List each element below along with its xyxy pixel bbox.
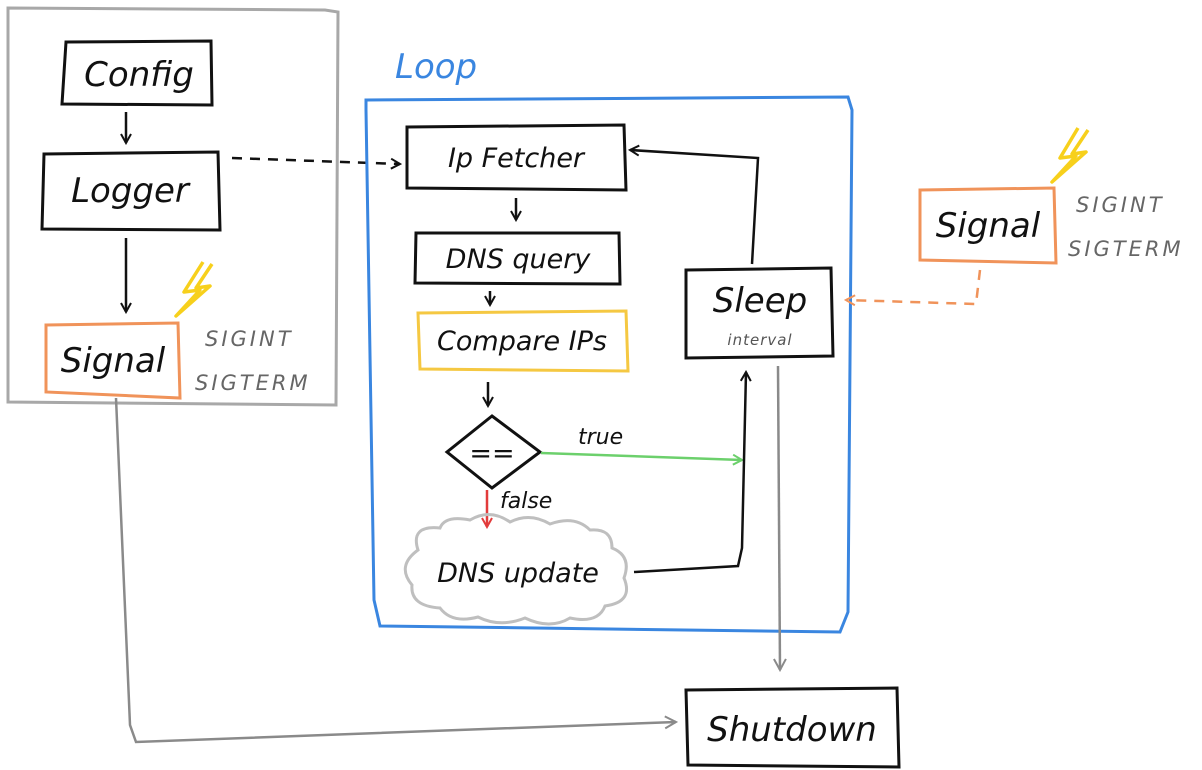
signal-right-node: Signal bbox=[918, 186, 1058, 265]
dns-update-node: DNS update bbox=[403, 513, 629, 626]
dns-query-node: DNS query bbox=[413, 231, 622, 286]
sleep-interval-label: interval bbox=[727, 331, 792, 349]
edge-sleep-shutdown bbox=[778, 365, 780, 670]
true-edge-label: true bbox=[578, 425, 623, 450]
signal-left-type-sigint: SIGINT bbox=[205, 327, 294, 351]
signal-left-node: Signal bbox=[44, 321, 182, 400]
shutdown-label: Shutdown bbox=[707, 710, 877, 750]
edge-signal-shutdown bbox=[114, 397, 676, 744]
edge-signal-sleep bbox=[846, 269, 982, 304]
sleep-node: Sleep interval bbox=[684, 266, 835, 360]
decision-label: == bbox=[469, 438, 514, 469]
startup-group-border bbox=[6, 6, 340, 407]
edge-dnsupdate-sleep bbox=[633, 372, 746, 574]
loop-title: Loop bbox=[395, 47, 477, 87]
edge-sleep-ipfetcher bbox=[630, 150, 760, 265]
logger-node: Logger bbox=[40, 150, 222, 232]
compare-ips-node: Compare IPs bbox=[416, 309, 630, 373]
dns-update-label: DNS update bbox=[437, 558, 599, 589]
config-node: Config bbox=[60, 39, 214, 107]
edge-logger-ipfetcher bbox=[231, 156, 400, 164]
lightning-bolt-icon bbox=[174, 261, 214, 318]
edge-decision-true bbox=[540, 451, 742, 460]
signal-right-type-sigint: SIGINT bbox=[1076, 193, 1165, 217]
signal-right-label: Signal bbox=[936, 206, 1041, 246]
false-edge-label: false bbox=[500, 489, 552, 514]
signal-left-label: Signal bbox=[61, 341, 166, 381]
shutdown-node: Shutdown bbox=[684, 686, 901, 769]
signal-left-type-sigterm: SIGTERM bbox=[195, 371, 311, 395]
compare-ips-label: Compare IPs bbox=[437, 326, 607, 357]
sleep-label: Sleep bbox=[713, 281, 807, 321]
logger-label: Logger bbox=[71, 171, 191, 211]
dns-query-label: DNS query bbox=[446, 244, 592, 275]
decision-node: == bbox=[444, 414, 543, 490]
lightning-bolt-icon bbox=[1050, 127, 1090, 184]
config-label: Config bbox=[84, 55, 194, 95]
ip-fetcher-node: Ip Fetcher bbox=[405, 123, 628, 192]
ip-fetcher-label: Ip Fetcher bbox=[448, 143, 586, 174]
loop-container-border bbox=[364, 95, 854, 634]
signal-right-type-sigterm: SIGTERM bbox=[1068, 237, 1184, 261]
